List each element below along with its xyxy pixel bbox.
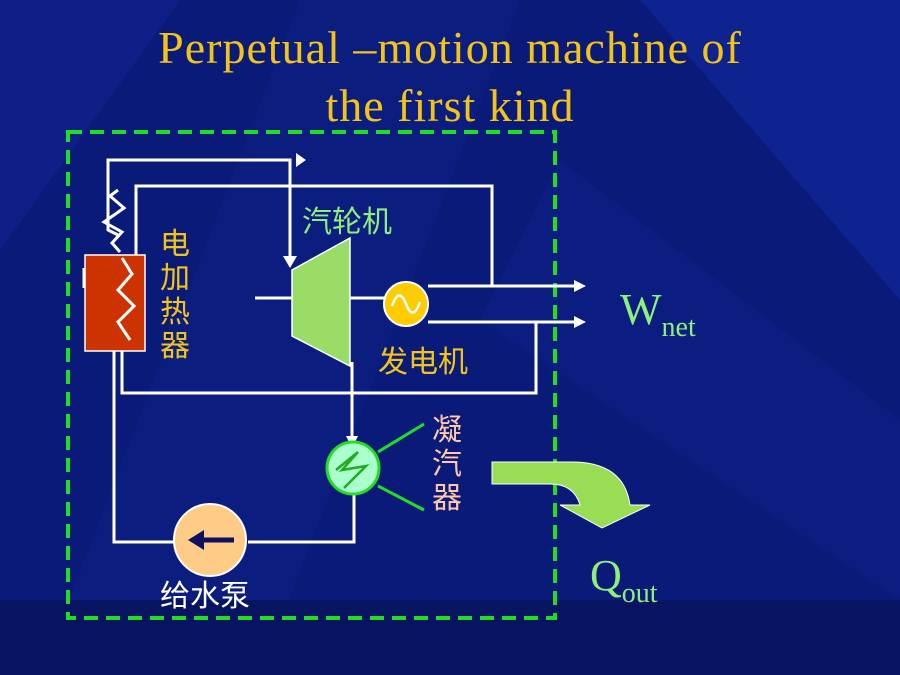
- generator: [383, 281, 429, 327]
- generator-label: 发电机: [378, 345, 468, 380]
- pump-label: 给水泵: [160, 579, 250, 614]
- heat-out-label: Qout: [590, 552, 658, 618]
- heat-subscript: out: [621, 578, 658, 609]
- condenser-label-char: 器: [432, 481, 462, 516]
- heat-symbol: Q: [590, 551, 622, 600]
- heater-label-char: 热: [160, 295, 190, 330]
- slide-title-line2: the first kind: [325, 80, 575, 131]
- condenser-label: 凝 汽 器: [430, 414, 464, 516]
- condenser: [325, 422, 425, 512]
- work-subscript: net: [661, 312, 696, 343]
- pipe-network: [101, 153, 586, 544]
- heater-label-char: 加: [160, 261, 190, 296]
- condenser-label-char: 凝: [432, 413, 462, 448]
- heat-output-arrow: [491, 461, 651, 529]
- heater-label: 电 加 热 器: [158, 228, 192, 364]
- work-net-label: Wnet: [620, 286, 696, 352]
- heater-label-char: 电: [160, 227, 190, 262]
- electric-heater: [82, 254, 146, 352]
- condenser-label-char: 汽: [432, 447, 462, 482]
- system-boundary: [66, 130, 557, 620]
- feedwater-pump: [173, 503, 247, 577]
- turbine-shape: [291, 236, 351, 368]
- heater-label-char: 器: [160, 329, 190, 364]
- turbine-label: 汽轮机: [302, 205, 392, 240]
- work-symbol: W: [620, 285, 662, 334]
- slide-title-line1: Perpetual –motion machine of: [158, 22, 742, 73]
